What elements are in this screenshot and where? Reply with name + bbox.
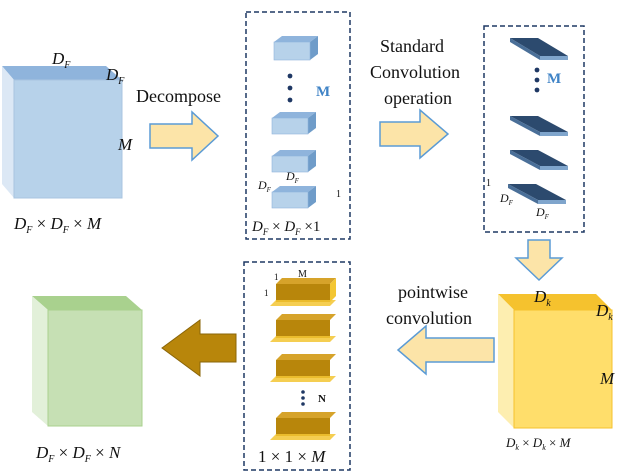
input-dims-label: DF × DF × M: [13, 214, 102, 236]
down-arrow: [514, 239, 564, 282]
blue-slices: [271, 36, 318, 209]
box1-ellipsis: [287, 73, 293, 103]
input-df-side-label: DF: [105, 65, 125, 87]
standard-conv-arrow: [379, 108, 450, 160]
pointwise-label-line1: pointwise: [398, 282, 468, 302]
input-cube: [2, 66, 123, 199]
output-cube-side: [32, 296, 48, 426]
box1-one-label: 1: [336, 189, 341, 200]
pointwise-box: [243, 261, 351, 471]
yellow-dims-label: Dk × Dk × M: [505, 435, 572, 452]
depthwise-box: [245, 11, 351, 240]
decompose-arrow: [149, 110, 220, 162]
yellow-dk-side-label: Dk: [595, 301, 613, 323]
pointwise-arrow: [396, 324, 495, 376]
box1-dims-label: DF × DF ×1: [251, 219, 320, 237]
pointwise-label-line2: convolution: [386, 308, 472, 328]
yellow-dk-top-label: Dk: [533, 287, 551, 309]
output-cube-top: [32, 296, 142, 310]
input-df-top-label: DF: [51, 49, 71, 71]
output-cube-front: [47, 309, 143, 427]
box1-df-top-label: DF: [285, 169, 300, 185]
standard-label-line1: Standard: [380, 36, 444, 56]
box3-n-label: N: [318, 393, 326, 405]
box3-one-side-label: 1: [264, 288, 269, 298]
box2-df-left-label: DF: [499, 191, 514, 207]
box1-m-label: M: [316, 84, 330, 100]
yellow-cube: [498, 294, 613, 429]
input-m-label: M: [117, 135, 133, 154]
standard-label-line3: operation: [384, 88, 452, 108]
decompose-label: Decompose: [136, 86, 221, 106]
standard-label-line2: Convolution: [370, 62, 460, 82]
box3-m-label: M: [298, 269, 307, 280]
box2-m-label: M: [547, 71, 561, 87]
box3-dims-label: 1 × 1 × M: [258, 447, 326, 466]
navy-slices: [508, 38, 568, 204]
gold-filters: [270, 278, 336, 440]
input-cube-side: [2, 66, 14, 198]
filtered-box: [483, 25, 585, 233]
output-dims-label: DF × DF × N: [35, 443, 122, 465]
input-cube-top: [2, 66, 122, 80]
box2-ellipsis: [534, 67, 540, 93]
box2-one-label: 1: [486, 178, 491, 189]
box3-one-top-label: 1: [274, 272, 279, 282]
output-arrow: [161, 319, 237, 377]
box1-df-side-label: DF: [257, 178, 272, 194]
yellow-m-label: M: [599, 369, 615, 388]
input-cube-front: [13, 79, 123, 199]
box2-df-bottom-label: DF: [535, 205, 550, 221]
box3-ellipsis: [301, 390, 305, 406]
output-cube: [32, 296, 143, 427]
